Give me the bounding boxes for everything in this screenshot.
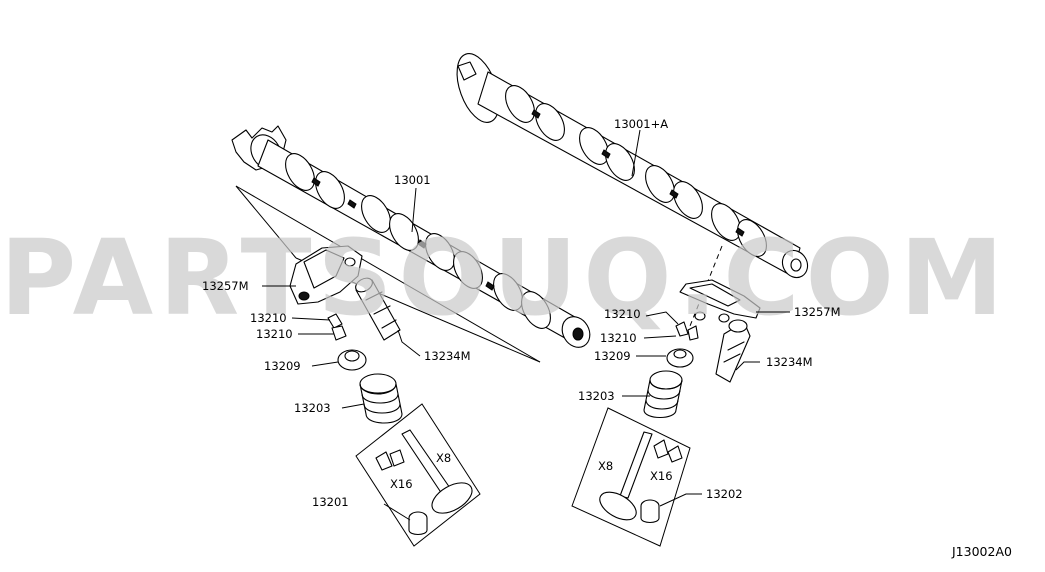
label-valve-intake[interactable]: 13201 [312,495,349,509]
part-labels: 13001 13001+A 13257M 13210 13210 13234M … [202,117,1012,559]
label-collet-right-b[interactable]: 13210 [600,331,637,345]
valve-seal-right[interactable] [640,499,660,524]
retainer-left[interactable] [337,349,367,371]
label-camshaft-intake[interactable]: 13001 [394,173,431,187]
label-lash-adjuster-right[interactable]: 13234M [766,355,813,369]
label-collet-left-a[interactable]: 13210 [250,311,287,325]
collet-left[interactable] [327,313,347,341]
rocker-arm-left[interactable] [289,245,363,305]
valve-exhaust-box [571,407,691,547]
valve-collets-right[interactable] [653,439,683,463]
camshaft-intake[interactable] [231,125,595,352]
label-valve-exhaust[interactable]: 13202 [706,487,743,501]
label-qty-valve-right: X8 [598,459,613,473]
valve-intake[interactable] [401,429,477,519]
spring-left[interactable] [359,373,403,424]
label-retainer-right[interactable]: 13209 [594,349,631,363]
collet-right[interactable] [675,321,699,341]
drawing-code: J13002A0 [951,544,1012,559]
label-spring-right[interactable]: 13203 [578,389,615,403]
label-rocker-right[interactable]: 13257M [794,305,841,319]
valve-seal-left[interactable] [408,511,428,536]
lash-adjuster-right[interactable] [715,319,751,383]
rocker-arm-right[interactable] [679,279,761,323]
label-retainer-left[interactable]: 13209 [264,359,301,373]
camshaft-exhaust[interactable] [449,48,813,282]
lash-adjuster-left[interactable] [353,275,401,341]
valve-collets-left[interactable] [375,449,405,471]
retainer-right[interactable] [666,348,694,368]
watermark: PARTSOUQ.COM [0,217,1009,339]
label-qty-collet-left: X16 [390,477,413,491]
leader-lines [262,129,790,521]
label-qty-collet-right: X16 [650,469,673,483]
label-camshaft-exhaust[interactable]: 13001+A [614,117,668,131]
label-lash-adjuster-left[interactable]: 13234M [424,349,471,363]
label-spring-left[interactable]: 13203 [294,401,331,415]
label-collet-right-a[interactable]: 13210 [604,307,641,321]
label-collet-left-b[interactable]: 13210 [256,327,293,341]
valve-exhaust[interactable] [595,431,653,526]
spring-right[interactable] [643,370,683,419]
valve-intake-box [355,403,481,547]
label-qty-valve-left: X8 [436,451,451,465]
label-rocker-left[interactable]: 13257M [202,279,249,293]
